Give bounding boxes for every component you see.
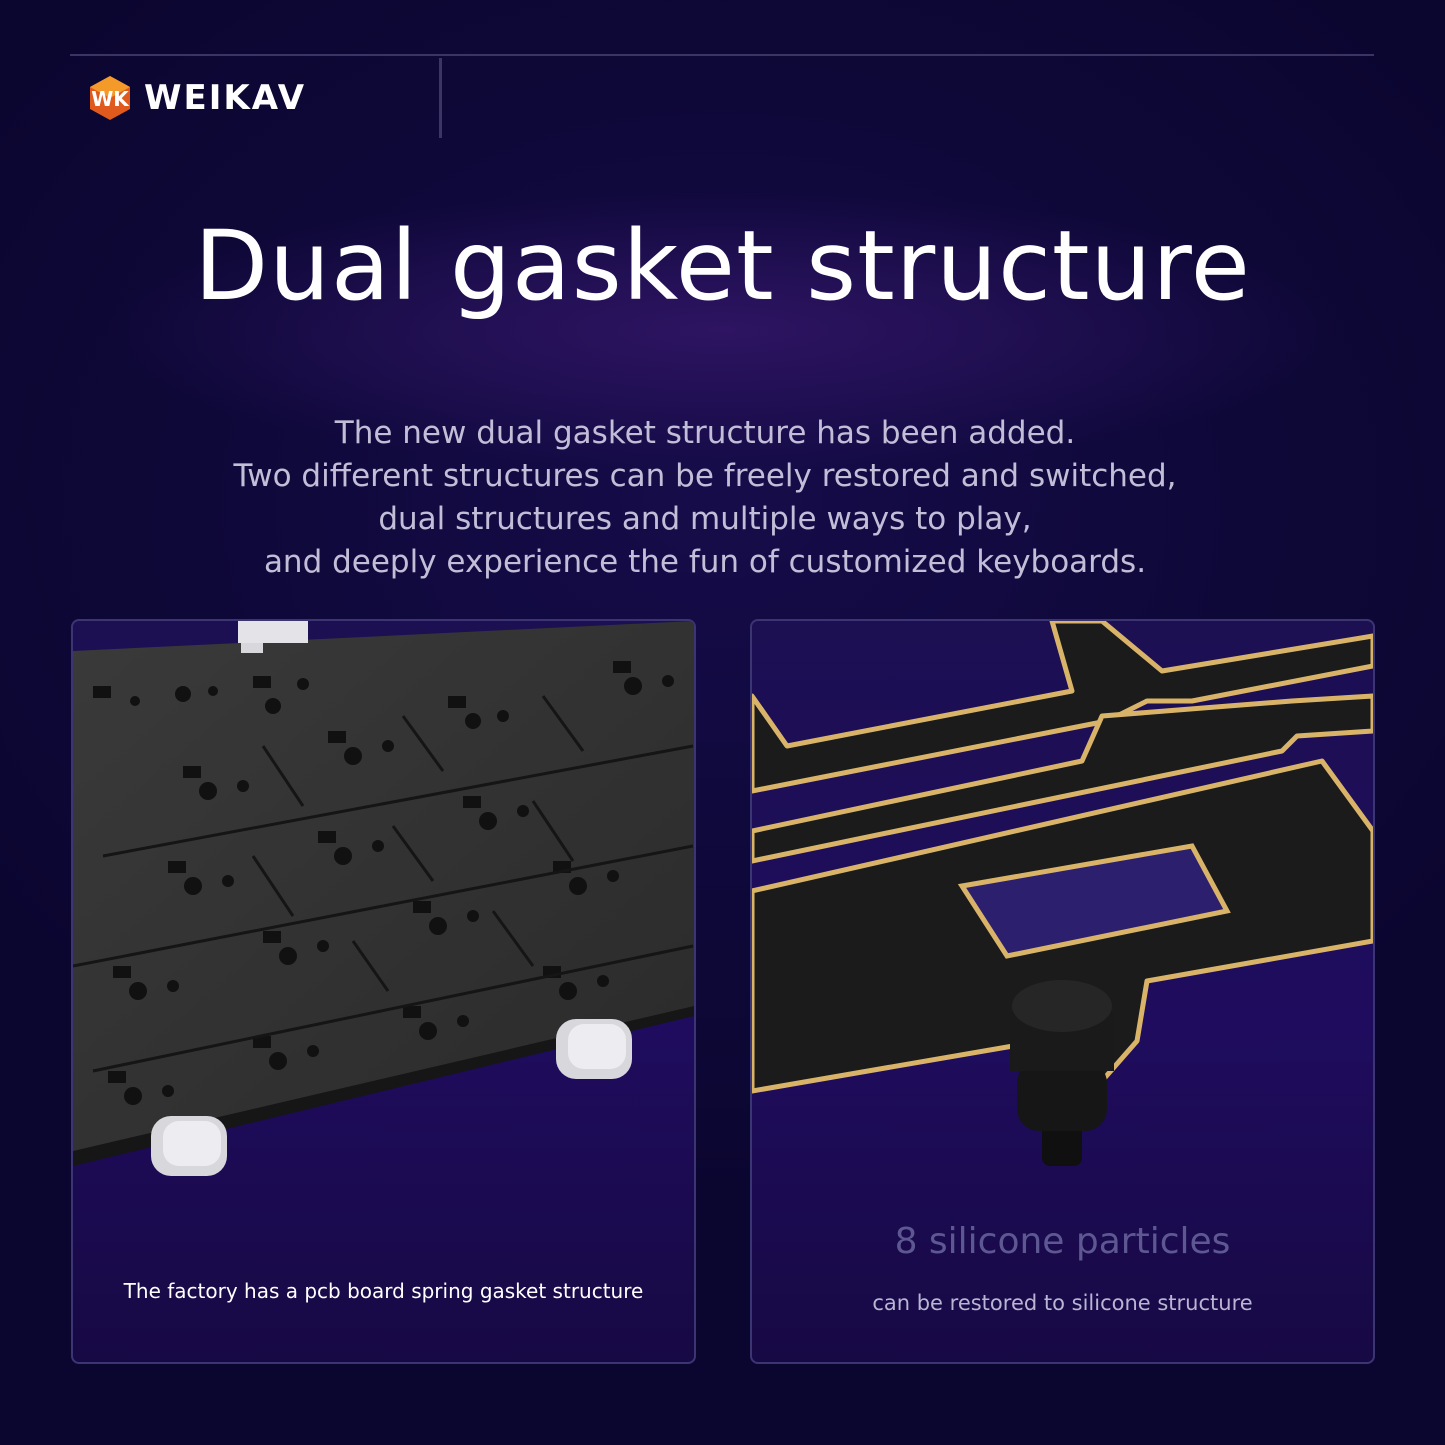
description-line: The new dual gasket structure has been a… bbox=[334, 415, 1076, 451]
pcb-plate-illustration bbox=[73, 621, 694, 1176]
card-subtitle: can be restored to silicone structure bbox=[872, 1291, 1253, 1315]
page-title: Dual gasket structure bbox=[194, 210, 1251, 322]
svg-text:WK: WK bbox=[91, 87, 130, 111]
silicone-particle bbox=[1010, 980, 1114, 1166]
silicone-gasket bbox=[556, 1019, 632, 1079]
header-vertical-divider bbox=[439, 58, 442, 138]
description-line: Two different structures can be freely r… bbox=[233, 458, 1177, 494]
wk-logo-icon: WK bbox=[90, 76, 130, 120]
silicone-particle-card: 8 silicone particles can be restored to … bbox=[750, 619, 1375, 1364]
silicone-gasket bbox=[151, 1116, 227, 1176]
brand-name: WEIKAV bbox=[144, 78, 307, 118]
card-title: 8 silicone particles bbox=[894, 1221, 1231, 1262]
description-line: and deeply experience the fun of customi… bbox=[263, 544, 1147, 580]
card-caption: The factory has a pcb board spring gaske… bbox=[123, 1279, 644, 1303]
description-line: dual structures and multiple ways to pla… bbox=[378, 501, 1032, 537]
silicone-plate-illustration bbox=[752, 621, 1373, 1166]
pcb-gasket-card: The factory has a pcb board spring gaske… bbox=[71, 619, 696, 1364]
top-divider bbox=[70, 54, 1374, 56]
brand-logo: WK WEIKAV bbox=[86, 74, 306, 122]
description: The new dual gasket structure has been a… bbox=[0, 412, 1410, 584]
